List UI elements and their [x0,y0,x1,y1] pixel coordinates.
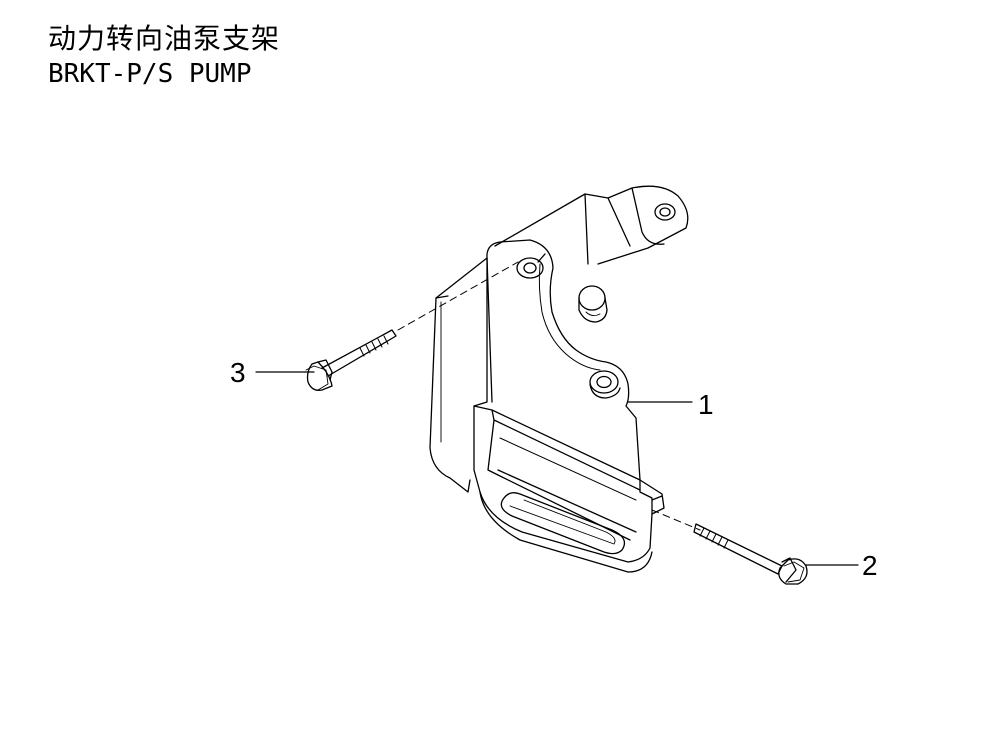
callout-number-1: 1 [698,389,714,420]
bracket-part [429,185,689,573]
axis-line-bolt-2 [651,509,701,531]
title-english: BRKT-P/S PUMP [48,59,252,89]
callout-number-2: 2 [862,550,878,581]
bolt-part-2 [693,523,808,585]
axis-line-bolt-3 [397,261,519,331]
bolt-part-3 [305,329,397,391]
callout-number-3: 3 [230,357,246,388]
title-chinese: 动力转向油泵支架 [48,22,281,55]
